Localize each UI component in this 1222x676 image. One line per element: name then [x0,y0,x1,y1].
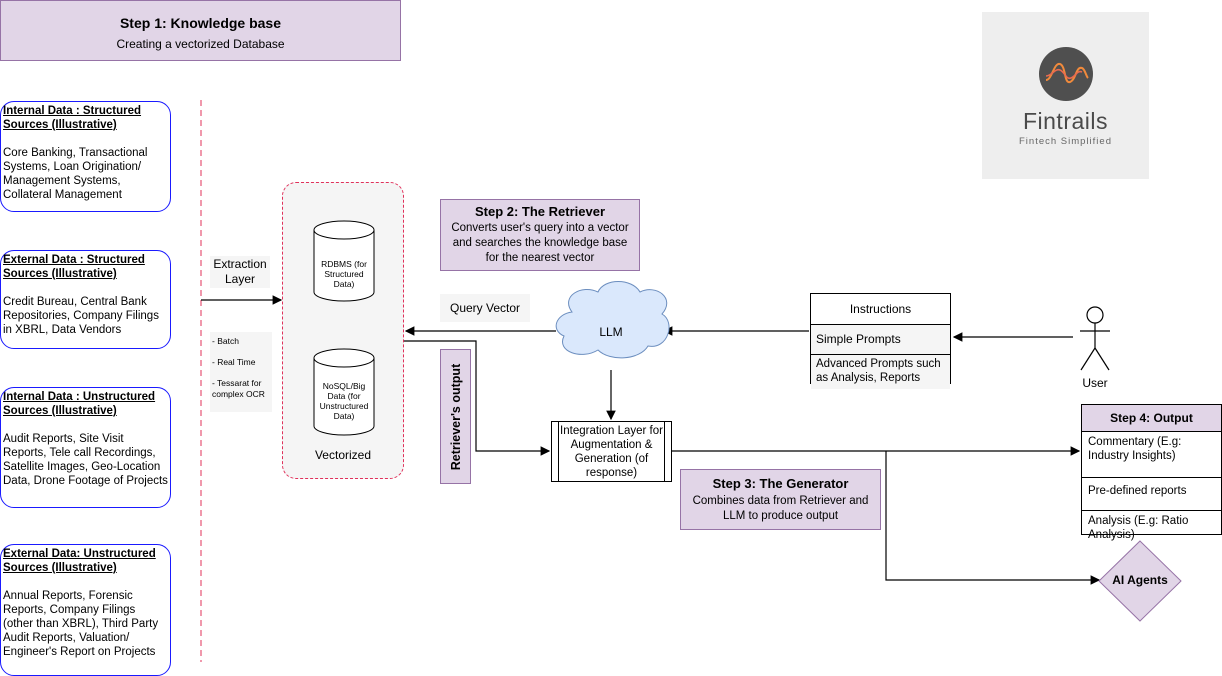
nosql-cylinder [313,348,375,436]
query-vector-text: Query Vector [449,301,521,315]
rdbms-cylinder [313,220,375,302]
source-heading: Internal Data : Structured Sources (Illu… [3,105,142,131]
integration-layer-box: Integration Layer for Augmentation & Gen… [551,421,672,482]
output-item: Analysis (E.g: Ratio Analysis) [1082,510,1221,555]
instructions-box: Instructions Simple Prompts Advanced Pro… [810,293,951,389]
instructions-advanced: Advanced Prompts such as Analysis, Repor… [811,354,950,389]
retriever-output-label: Retriever's output [448,363,463,470]
source-external-structured: External Data : Structured Sources (Illu… [0,250,171,349]
source-heading: External Data: Unstructured Sources (Ill… [3,548,156,574]
nosql-label: NoSQL/Big Data (for Unstructured Data) [319,381,369,421]
source-external-unstructured: External Data: Unstructured Sources (Ill… [0,544,171,676]
llm-label: LLM [599,325,623,339]
llm-cloud-shape [555,281,670,359]
instructions-title: Instructions [849,302,912,316]
output-item: Commentary (E.g: Industry Insights) [1082,431,1221,477]
user-label: User [1082,376,1108,390]
fintrails-wave-icon [1039,47,1093,101]
user-icon [1080,306,1110,371]
extraction-method: - Real Time [212,357,256,367]
extraction-methods: - Batch - Real Time - Tessarat for compl… [210,332,272,412]
logo-name: Fintrails [1022,108,1108,134]
step4-title: Step 4: Output [1082,405,1221,431]
output-item: Pre-defined reports [1082,477,1221,510]
source-heading: Internal Data : Unstructured Sources (Il… [3,391,156,417]
source-body: Annual Reports, Forensic Reports, Compan… [3,590,159,658]
to-ai-agents-arrow [885,451,1101,585]
step2-subtitle: Converts user's query into a vector and … [451,222,629,264]
step3-subtitle: Combines data from Retriever and LLM to … [692,495,869,522]
ai-agents-label: AI Agents [1112,573,1168,587]
source-heading: External Data : Structured Sources (Illu… [3,254,145,280]
extraction-method: - Tessarat for complex OCR [212,378,265,399]
source-body: Core Banking, Transactional Systems, Loa… [3,147,148,201]
retriever-output-box: Retriever's output [440,349,471,484]
source-body: Credit Bureau, Central Bank Repositories… [3,296,159,336]
instructions-simple: Simple Prompts [811,324,950,354]
vectorized-container: RDBMS (for Structured Data) NoSQL/Big Da… [282,182,404,479]
logo-tagline: Fintech Simplified [1019,136,1112,147]
fintrails-logo: Fintrails Fintech Simplified [982,12,1149,179]
extraction-layer-text: Extraction Layer [213,257,267,286]
step1-title: Step 1: Knowledge base [119,15,282,31]
step1-box: Step 1: Knowledge base Creating a vector… [0,0,401,61]
ai-agents-shape [1098,540,1182,622]
step3-title: Step 3: The Generator [712,476,849,491]
vectorized-label: Vectorized [314,448,372,462]
step1-subtitle: Creating a vectorized Database [116,37,285,51]
extraction-method: - Batch [212,336,239,346]
extraction-layer-label: Extraction Layer [210,256,270,288]
step4-output-box: Step 4: Output Commentary (E.g: Industry… [1081,404,1222,541]
integration-layer-label: Integration Layer for Augmentation & Gen… [558,422,665,481]
source-internal-unstructured: Internal Data : Unstructured Sources (Il… [0,387,171,508]
query-vector-label: Query Vector [440,294,530,322]
source-body: Audit Reports, Site Visit Reports, Tele … [3,433,168,487]
step3-box: Step 3: The Generator Combines data from… [680,469,881,530]
step2-box: Step 2: The Retriever Converts user's qu… [440,199,640,271]
source-internal-structured: Internal Data : Structured Sources (Illu… [0,101,171,212]
retriever-output-arrow [403,340,551,456]
rdbms-label: RDBMS (for Structured Data) [321,259,367,289]
step2-title: Step 2: The Retriever [474,204,606,219]
